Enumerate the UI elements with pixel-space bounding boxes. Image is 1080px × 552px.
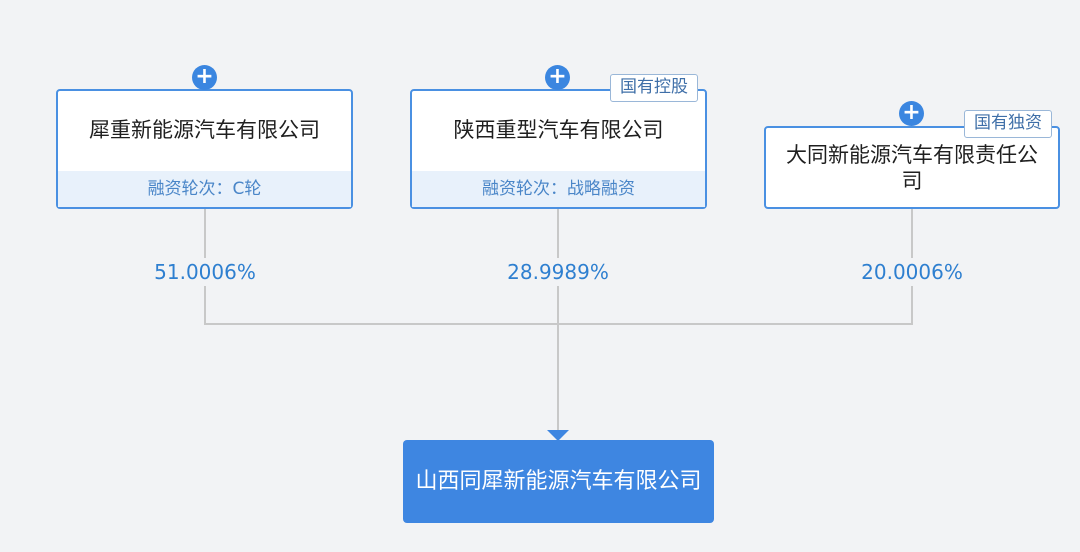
shareholding-percent-3: 20.0006% — [832, 258, 992, 286]
target-company-node[interactable]: 山西同犀新能源汽车有限公司 — [403, 440, 714, 523]
shareholder-node-2[interactable]: 陕西重型汽车有限公司 融资轮次：战略融资 — [410, 89, 707, 209]
shareholder-financing-round: 融资轮次：战略融资 — [412, 171, 705, 207]
expand-plus-icon[interactable]: + — [899, 101, 924, 126]
expand-plus-icon[interactable]: + — [192, 65, 217, 90]
shareholder-name-line1: 大同新能源汽车有限责任公 — [786, 143, 1038, 167]
shareholder-name: 犀重新能源汽车有限公司 — [89, 118, 320, 142]
arrow-down-icon — [547, 430, 569, 441]
expand-plus-icon[interactable]: + — [545, 65, 570, 90]
shareholder-name-line2: 司 — [901, 169, 923, 193]
shareholder-node-3[interactable]: 大同新能源汽车有限责任公 司 — [764, 126, 1060, 209]
shareholding-percent-1: 51.0006% — [125, 258, 285, 286]
shareholder-node-1[interactable]: 犀重新能源汽车有限公司 融资轮次：C轮 — [56, 89, 353, 209]
shareholding-percent-2: 28.9989% — [478, 258, 638, 286]
state-owned-tag: 国有独资 — [964, 110, 1052, 138]
state-holding-tag: 国有控股 — [610, 74, 698, 102]
shareholder-name: 陕西重型汽车有限公司 — [453, 118, 664, 142]
shareholder-financing-round: 融资轮次：C轮 — [58, 171, 351, 207]
